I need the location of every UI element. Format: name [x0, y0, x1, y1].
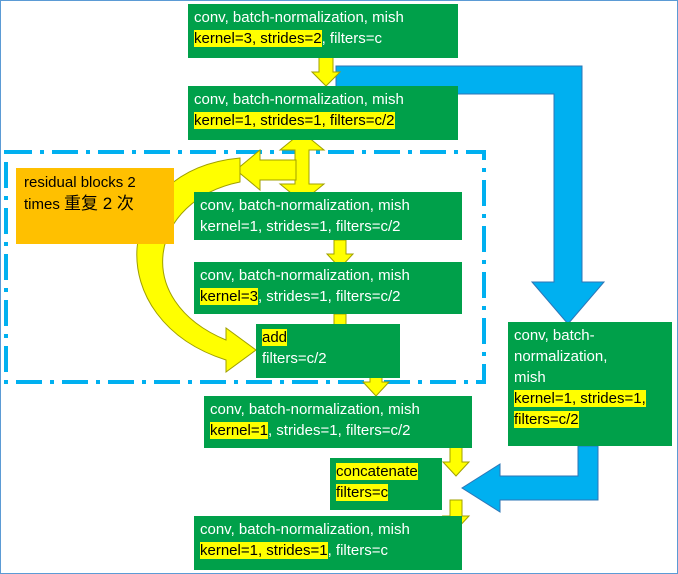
add-filters: filters=c/2: [262, 350, 327, 367]
add-label: add: [262, 329, 288, 346]
box9-highlight2: filters=c/2: [514, 411, 579, 428]
conv-box-2: conv, batch-normalization, mish kernel=1…: [188, 86, 458, 140]
conv-box-1: conv, batch-normalization, mish kernel=3…: [188, 4, 458, 58]
box2-highlight: kernel=1, strides=1, filters=c/2: [194, 112, 395, 129]
box8-highlight: kernel=1, strides=1: [200, 542, 328, 559]
box1-line2-rest: , filters=c: [321, 30, 383, 47]
conv-box-bypass: conv, batch- normalization, mish kernel=…: [508, 322, 672, 446]
residual-region-border: [4, 150, 486, 384]
residual-label: residual blocks 2 times 重复 2 次: [16, 168, 174, 244]
box4-line2-rest: , strides=1, filters=c/2: [257, 288, 401, 305]
concat-filters: filters=c: [336, 484, 389, 501]
box1-line1: conv, batch-normalization, mish: [194, 9, 404, 26]
add-box: add filters=c/2: [256, 324, 400, 378]
residual-line2: 2 times: [24, 174, 136, 213]
arrow-left: [235, 148, 297, 192]
box4-line1: conv, batch-normalization, mish: [200, 267, 410, 284]
box6-highlight: kernel=1: [210, 422, 268, 439]
residual-line3: 重复 2 次: [64, 194, 134, 213]
box3-line1: conv, batch-normalization, mish: [200, 197, 410, 214]
merge-arrow: [461, 445, 599, 513]
box8-line2-rest: , filters=c: [327, 542, 389, 559]
conv-box-4: conv, batch-normalization, mish kernel=3…: [194, 262, 462, 314]
box6-line2-rest: , strides=1, filters=c/2: [267, 422, 411, 439]
residual-line1: residual blocks: [24, 174, 124, 191]
box3-line2: kernel=1, strides=1, filters=c/2: [200, 218, 401, 235]
box8-line1: conv, batch-normalization, mish: [200, 521, 410, 538]
box9-line2: normalization,: [514, 348, 608, 365]
conv-box-6: conv, batch-normalization, mish kernel=1…: [204, 396, 472, 448]
box9-highlight1: kernel=1, strides=1,: [514, 390, 646, 407]
arrow-down-1: [310, 55, 342, 87]
box9-line1: conv, batch-: [514, 327, 595, 344]
arrow-down-5: [441, 445, 471, 477]
box2-line1: conv, batch-normalization, mish: [194, 91, 404, 108]
box4-highlight: kernel=3: [200, 288, 258, 305]
concat-label: concatenate: [336, 463, 418, 480]
box6-line1: conv, batch-normalization, mish: [210, 401, 420, 418]
box1-highlight: kernel=3, strides=2: [194, 30, 322, 47]
arrow-down-2: [325, 239, 355, 269]
concatenate-box: concatenate filters=c: [330, 458, 442, 510]
conv-box-3: conv, batch-normalization, mish kernel=1…: [194, 192, 462, 240]
box9-line3: mish: [514, 369, 546, 386]
conv-box-8: conv, batch-normalization, mish kernel=1…: [194, 516, 462, 570]
